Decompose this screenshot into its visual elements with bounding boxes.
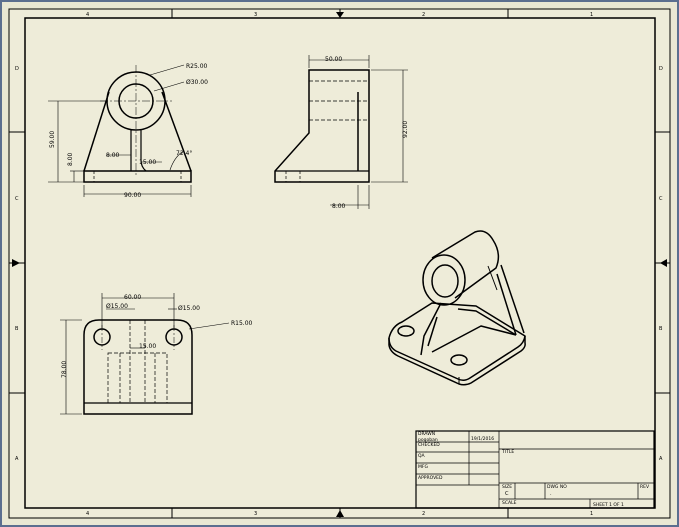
dim-front-slot: 15.00 bbox=[139, 159, 156, 166]
front-base bbox=[83, 170, 192, 183]
tb-dwg-no-value: . bbox=[550, 491, 552, 497]
zone-row-left-2: C bbox=[15, 196, 19, 202]
iso-gusset-left bbox=[420, 302, 442, 356]
dim-front-radius: R25.00 bbox=[186, 63, 208, 70]
zone-col-top-1: 4 bbox=[86, 12, 89, 18]
iso-hole-right bbox=[450, 354, 468, 366]
iso-base-top bbox=[388, 302, 526, 382]
iso-base-side bbox=[388, 336, 526, 386]
side-outline bbox=[274, 69, 370, 183]
isometric-view bbox=[388, 230, 526, 386]
dim-top-inner: 15.00 bbox=[139, 343, 156, 350]
tb-size-label: SIZE bbox=[502, 484, 512, 490]
zone-row-right-2: C bbox=[659, 196, 663, 202]
top-outline bbox=[83, 319, 193, 415]
dim-top-radius: R15.00 bbox=[231, 320, 253, 327]
zone-labels: 4 3 2 1 4 3 2 1 D C B A D C B A bbox=[15, 12, 663, 517]
tb-checked-label: CHECKED bbox=[418, 442, 440, 448]
tb-scale-label: SCALE bbox=[502, 500, 517, 506]
dim-side-height: 92.00 bbox=[402, 121, 409, 138]
top-view-dimensions bbox=[60, 293, 230, 415]
zone-col-top-4: 1 bbox=[590, 12, 593, 18]
zone-row-right-1: D bbox=[659, 66, 663, 72]
front-view bbox=[83, 65, 192, 183]
zone-row-right-4: A bbox=[659, 456, 663, 462]
top-view-labels: 60.00 Ø15.00 Ø15.00 R15.00 78.00 15.00 bbox=[61, 294, 253, 378]
iso-boss-hole bbox=[431, 264, 459, 298]
dim-top-hole-right: Ø15.00 bbox=[178, 305, 200, 312]
zone-row-left-4: A bbox=[15, 456, 19, 462]
tb-drawn-label: DRAWN bbox=[418, 431, 435, 437]
tb-title-label: TITLE bbox=[501, 449, 514, 455]
side-view-dimensions bbox=[308, 55, 408, 209]
tb-sheet-value: SHEET 1 OF 1 bbox=[593, 502, 624, 508]
side-view bbox=[274, 69, 370, 183]
top-view bbox=[83, 319, 193, 415]
zone-col-bottom-3: 2 bbox=[422, 511, 425, 517]
dim-front-base-height: 8.00 bbox=[67, 152, 74, 166]
dim-front-width: 90.00 bbox=[124, 192, 141, 199]
tb-date: 19/1/2016 bbox=[471, 436, 494, 442]
iso-hole-left bbox=[397, 325, 415, 337]
dim-front-angle: 72.4° bbox=[176, 150, 192, 157]
zone-col-top-3: 2 bbox=[422, 12, 425, 18]
tb-size-value: C bbox=[505, 491, 509, 497]
dim-top-hole-left: Ø15.00 bbox=[106, 303, 128, 310]
tb-approved-label: APPROVED bbox=[418, 475, 443, 481]
tb-mfg-label: MFG bbox=[418, 464, 428, 470]
zone-col-bottom-2: 3 bbox=[254, 511, 257, 517]
zone-col-bottom-1: 4 bbox=[86, 511, 89, 517]
dim-front-diameter: Ø30.00 bbox=[186, 79, 208, 86]
dim-top-depth: 78.00 bbox=[61, 361, 68, 378]
dim-front-height: 59.00 bbox=[49, 131, 56, 148]
iso-upright bbox=[500, 264, 525, 334]
zone-row-right-3: B bbox=[659, 326, 663, 332]
dim-front-rib: 8.00 bbox=[106, 152, 120, 159]
center-marks bbox=[12, 12, 667, 517]
dim-side-thickness: 8.00 bbox=[332, 203, 346, 210]
sheet-paper bbox=[8, 8, 671, 519]
zone-col-bottom-4: 1 bbox=[590, 511, 593, 517]
front-view-labels: R25.00 Ø30.00 59.00 8.00 90.00 8.00 15.0… bbox=[49, 63, 208, 199]
tb-drawn-by: pogoban bbox=[418, 437, 438, 443]
zone-row-left-3: B bbox=[15, 326, 19, 332]
title-block-text: DRAWN pogoban 19/1/2016 CHECKED QA MFG A… bbox=[418, 431, 650, 508]
zone-row-left-1: D bbox=[15, 66, 19, 72]
title-block bbox=[415, 430, 655, 509]
tb-dwg-no-label: DWG NO bbox=[547, 484, 567, 490]
side-view-labels: 50.00 92.00 8.00 bbox=[325, 56, 409, 210]
iso-boss bbox=[431, 230, 500, 299]
tb-rev-label: REV bbox=[640, 484, 650, 490]
front-view-dimensions bbox=[48, 64, 192, 197]
zone-col-top-2: 3 bbox=[254, 12, 257, 18]
iso-boss-face bbox=[422, 254, 466, 306]
tb-qa-label: QA bbox=[418, 453, 426, 459]
dim-side-depth: 50.00 bbox=[325, 56, 342, 63]
dim-top-spacing: 60.00 bbox=[124, 294, 141, 301]
